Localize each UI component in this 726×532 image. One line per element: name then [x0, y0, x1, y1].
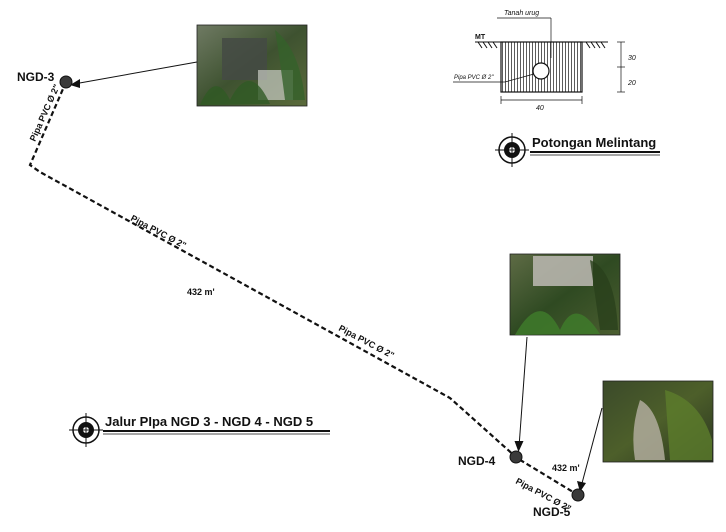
section-dim-bottom: 20 [627, 80, 636, 87]
node-ngd5-marker [571, 488, 585, 502]
section-pipe-label: Pipa PVC Ø 2" [454, 75, 494, 81]
route-title-symbol-icon [69, 413, 103, 447]
photo-ngd4-pointer [518, 336, 528, 448]
section-fill-label: Tanah urug [504, 10, 539, 17]
node-ngd5-label: NGD-5 [533, 505, 571, 519]
node-ngd4-label: NGD-4 [458, 454, 496, 468]
pipe-route-line [28, 81, 579, 496]
arrowhead-icon [514, 441, 524, 452]
photo-ngd5 [602, 380, 714, 463]
cross-section-drawing [453, 17, 625, 104]
photo-ngd5-pointer [580, 407, 603, 488]
section-ground-label: MT [475, 34, 486, 41]
section-title-symbol-icon [495, 133, 529, 167]
distance-main-label: 432 m' [187, 287, 215, 297]
pipe-section-circle [532, 62, 550, 80]
pipe-label-a: Pipa PVC Ø 2" [28, 83, 62, 143]
node-ngd4-marker [509, 450, 523, 464]
route-title: Jalur PIpa NGD 3 - NGD 4 - NGD 5 [105, 414, 313, 429]
section-dim-top: 30 [628, 55, 636, 62]
arrowhead-icon [70, 79, 80, 88]
distance-short-label: 432 m' [552, 463, 580, 473]
photo-ngd4 [509, 253, 621, 336]
photo-ngd3-pointer [73, 61, 198, 85]
section-title: Potongan Melintang [532, 135, 656, 150]
node-ngd3-label: NGD-3 [17, 70, 55, 84]
pipe-label-b: Pipa PVC Ø 2" [129, 213, 188, 251]
photo-ngd3 [196, 24, 308, 107]
section-dim-width: 40 [536, 105, 544, 112]
node-ngd3-marker [59, 75, 73, 89]
